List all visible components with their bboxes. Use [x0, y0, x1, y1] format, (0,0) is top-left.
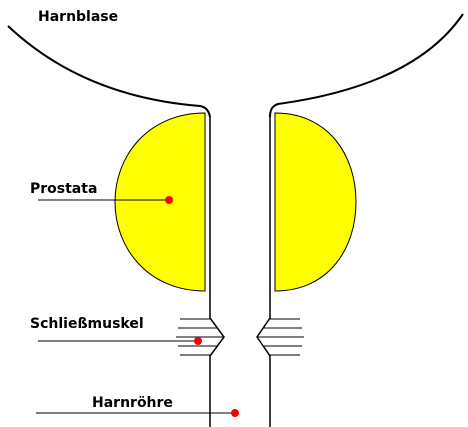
prostate-left-lobe — [115, 113, 205, 291]
sphincter-hatch-left — [176, 319, 224, 355]
sphincter-hatch-right — [257, 319, 304, 355]
label-bladder: Harnblase — [38, 9, 118, 25]
urethra-left-wall — [210, 116, 224, 427]
urethra-right-wall — [257, 116, 270, 427]
label-prostate: Prostata — [30, 181, 97, 197]
prostate-marker — [165, 196, 173, 204]
label-sphincter: Schließmuskel — [30, 316, 144, 332]
label-urethra: Harnröhre — [92, 395, 173, 411]
urethra-marker — [231, 409, 239, 417]
sphincter-marker — [194, 337, 202, 345]
prostate-right-lobe — [275, 113, 356, 291]
bladder-left-wall — [8, 26, 210, 117]
bladder-right-wall — [270, 14, 463, 117]
